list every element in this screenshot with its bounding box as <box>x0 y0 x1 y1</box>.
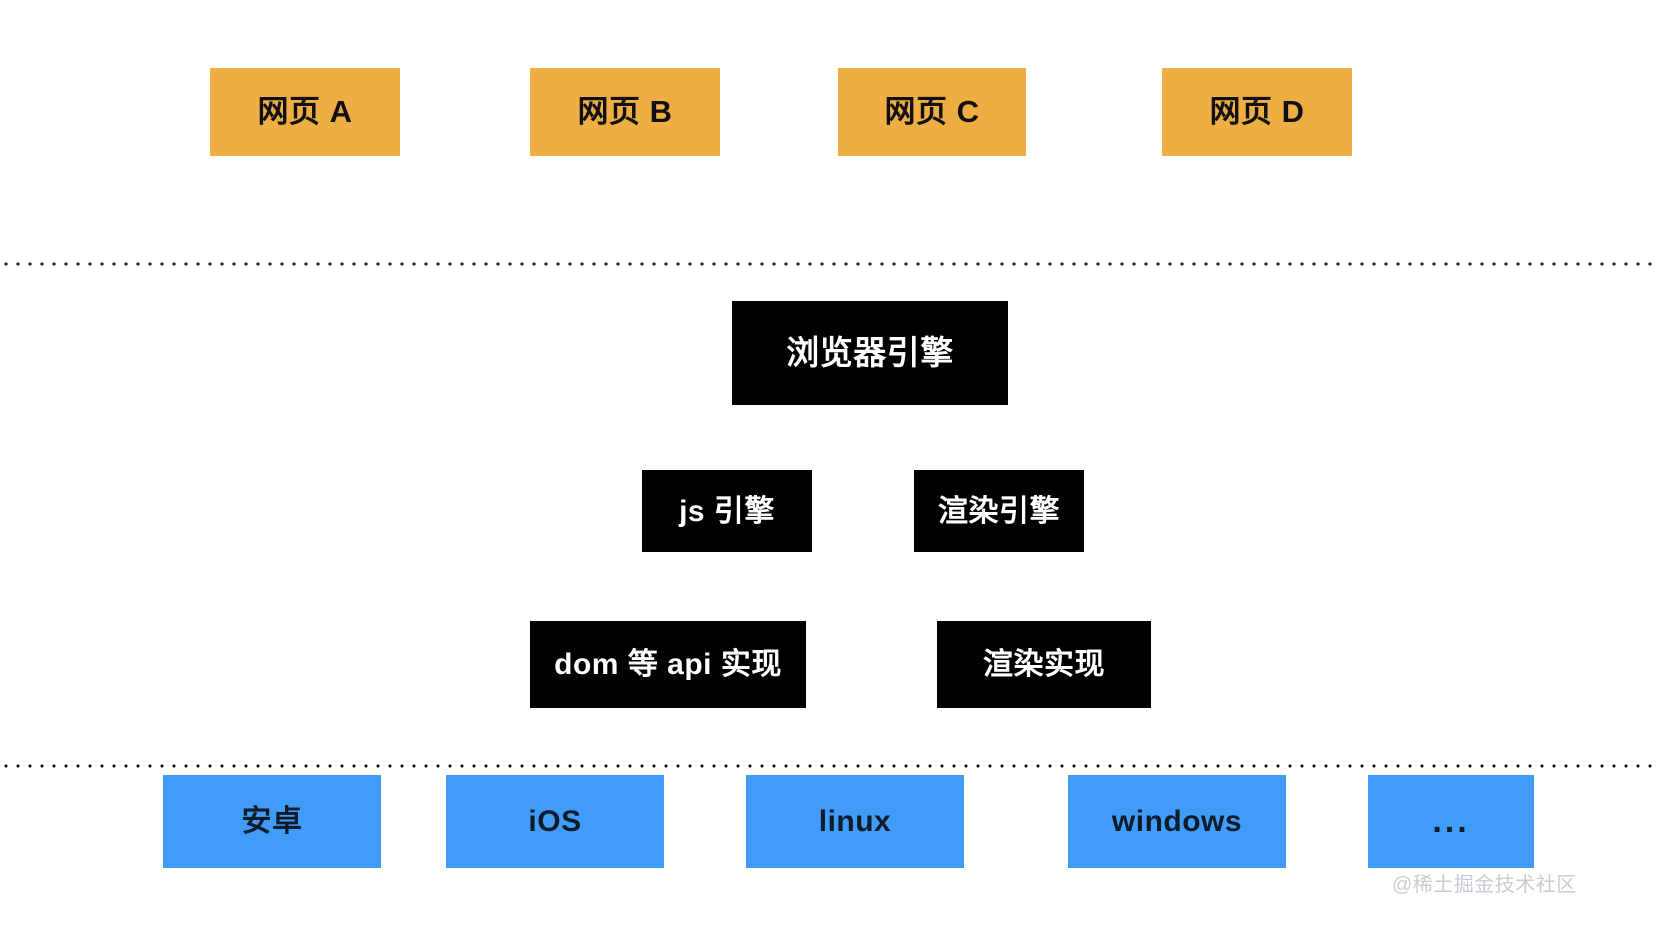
os-box-windows: windows <box>1068 775 1286 868</box>
render-impl-box: 渲染实现 <box>937 621 1151 708</box>
dom-api-impl-box: dom 等 api 实现 <box>530 621 806 708</box>
render-engine-label: 渲染引擎 <box>938 494 1060 528</box>
js-engine-box: js 引擎 <box>642 470 812 552</box>
os-box-windows-label: windows <box>1111 805 1243 838</box>
page-box-a-label: 网页 A <box>257 93 353 129</box>
dom-api-impl-label: dom 等 api 实现 <box>554 648 782 681</box>
watermark: @稀土掘金技术社区 <box>1392 874 1577 896</box>
os-box-ios-label: iOS <box>528 805 582 838</box>
page-box-d: 网页 D <box>1162 68 1352 156</box>
page-box-b-label: 网页 B <box>577 93 673 129</box>
os-box-ios: iOS <box>446 775 664 868</box>
os-box-android-label: 安卓 <box>241 805 303 838</box>
render-engine-box: 渲染引擎 <box>914 470 1084 552</box>
os-box-more: ... <box>1368 775 1534 868</box>
os-box-more-label: ... <box>1432 801 1470 840</box>
os-box-linux-label: linux <box>818 805 892 838</box>
os-box-android: 安卓 <box>163 775 381 868</box>
page-box-c: 网页 C <box>838 68 1026 156</box>
js-engine-label: js 引擎 <box>679 494 775 528</box>
page-box-c-label: 网页 C <box>884 93 980 129</box>
page-box-d-label: 网页 D <box>1209 93 1305 129</box>
os-box-linux: linux <box>746 775 964 868</box>
divider-bottom <box>0 764 1656 768</box>
browser-engine-box: 浏览器引擎 <box>732 301 1008 405</box>
divider-top <box>0 262 1656 266</box>
page-box-b: 网页 B <box>530 68 720 156</box>
browser-engine-label: 浏览器引擎 <box>786 333 954 371</box>
render-impl-label: 渲染实现 <box>983 648 1105 681</box>
page-box-a: 网页 A <box>210 68 400 156</box>
